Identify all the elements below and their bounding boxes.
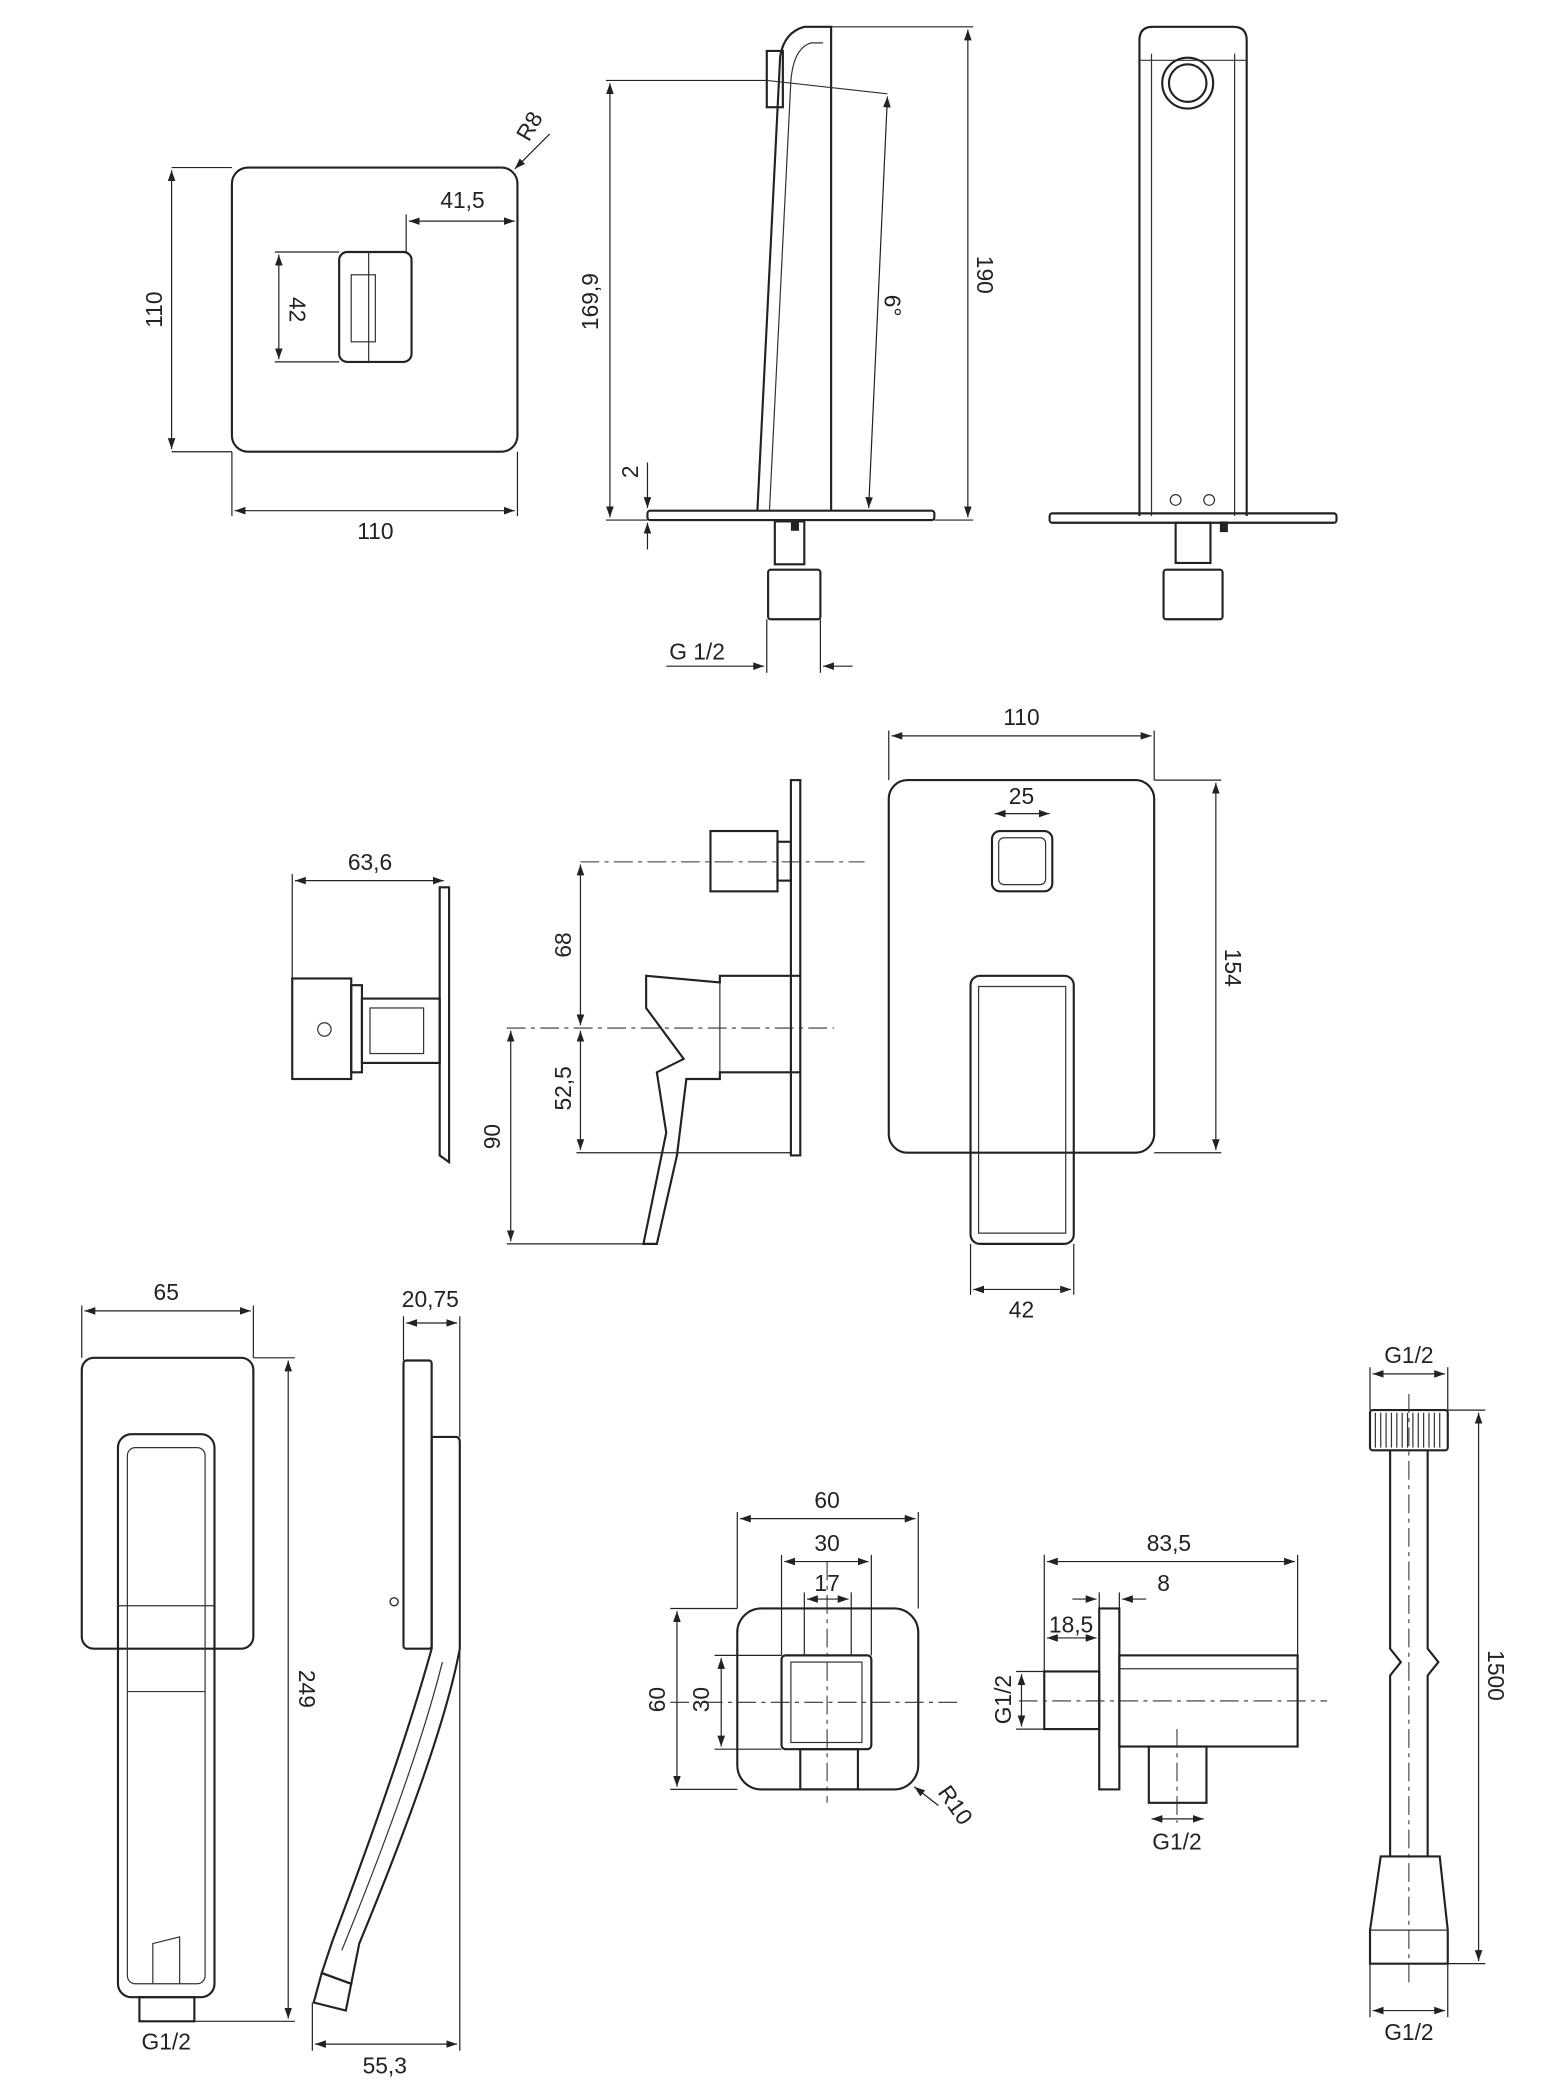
- dim-outlet-height: 169,9: [577, 273, 603, 330]
- shower-handle: [116, 1433, 216, 1999]
- dim-height: 110: [141, 291, 167, 327]
- hand-shower-front-view: 65 249 G1/2: [80, 1279, 320, 2054]
- dim-elbow-width: 60: [814, 1487, 839, 1513]
- top-plate-view: 110 110 42 41,5 R8: [141, 107, 551, 544]
- dim-lever-width: 42: [1009, 1297, 1034, 1323]
- dim-depth: 63,6: [348, 849, 392, 875]
- dim-shower-width: 65: [154, 1279, 179, 1305]
- dim-elbow-nipple: 18,5: [1049, 1612, 1093, 1638]
- dim-hose-thread-bottom: G1/2: [1384, 2019, 1433, 2045]
- dim-radius: R8: [511, 107, 548, 145]
- dim-elbow-plate: 8: [1157, 1570, 1170, 1596]
- dim-shower-length: 249: [294, 1670, 320, 1708]
- dim-thread: G 1/2: [669, 638, 725, 664]
- mixer-side-small-view: 63,6: [291, 849, 451, 1165]
- spout-front-view: [1048, 25, 1338, 621]
- dim-elbow-thread-out: G1/2: [1152, 1829, 1201, 1855]
- dim-hose-length: 1500: [1483, 1650, 1509, 1701]
- dim-front-width: 110: [1003, 704, 1039, 730]
- hose-tube: [1389, 1450, 1440, 1857]
- mixer-side-view: 68 52,5 90: [479, 779, 865, 1245]
- elbow-plate: [736, 1607, 920, 1791]
- mixer-front-view: 110 25 154 42: [887, 704, 1246, 1323]
- diverter-button: [990, 829, 1054, 893]
- elbow-side-view: 83,5 8 18,5 G1/2 G1/2: [990, 1530, 1328, 1855]
- elbow-front-view: 60 30 17 60 30 R10: [644, 1487, 978, 1830]
- dim-cartridge: 42: [285, 297, 311, 322]
- spout-side-view: 190 169,9 6° 2 G 1/2: [577, 25, 998, 673]
- thread-nut: [767, 568, 822, 621]
- dim-elbow-inner-height: 30: [688, 1687, 714, 1712]
- dim-elbow-hole: 17: [814, 1570, 839, 1596]
- cartridge: [338, 250, 413, 363]
- dim-offset: 41,5: [440, 187, 484, 213]
- dim-hose-thread-top: G1/2: [1384, 1342, 1433, 1368]
- dim-width: 110: [357, 518, 393, 544]
- dim-shower-depth: 55,3: [363, 2053, 407, 2079]
- dim-lever: 90: [479, 1124, 505, 1149]
- outlet-aerator: [1161, 56, 1215, 110]
- dim-elbow-thread-in: G1/2: [990, 1675, 1016, 1724]
- mixer-plate: [887, 779, 1156, 1154]
- plate-outline: [230, 166, 519, 453]
- hose-view: G1/2 1500 G1/2: [1368, 1342, 1509, 2045]
- dim-elbow-length: 83,5: [1147, 1530, 1191, 1556]
- lever-front: [969, 974, 1075, 1245]
- hand-shower-side-view: 20,75 55,3: [311, 1286, 461, 2079]
- lever-side: [642, 974, 801, 1245]
- dim-elbow-height: 60: [644, 1687, 670, 1712]
- dim-elbow-radius: R10: [933, 1780, 978, 1829]
- dim-lower: 52,5: [550, 1066, 576, 1110]
- dim-plate: 2: [617, 465, 643, 478]
- dim-angle: 6°: [880, 295, 906, 317]
- dim-elbow-inner: 30: [814, 1530, 839, 1556]
- shower-head: [80, 1356, 255, 1650]
- diverter-knob: [709, 829, 779, 893]
- dim-front-height: 154: [1220, 949, 1246, 987]
- dim-total-height: 190: [972, 256, 998, 294]
- dim-upper: 68: [550, 932, 576, 957]
- handle-profile: [320, 1435, 461, 1986]
- dim-button: 25: [1009, 783, 1034, 809]
- spout-body: [756, 25, 833, 511]
- dim-shower-thread: G1/2: [142, 2028, 191, 2054]
- dim-shower-thickness: 20,75: [402, 1286, 459, 1312]
